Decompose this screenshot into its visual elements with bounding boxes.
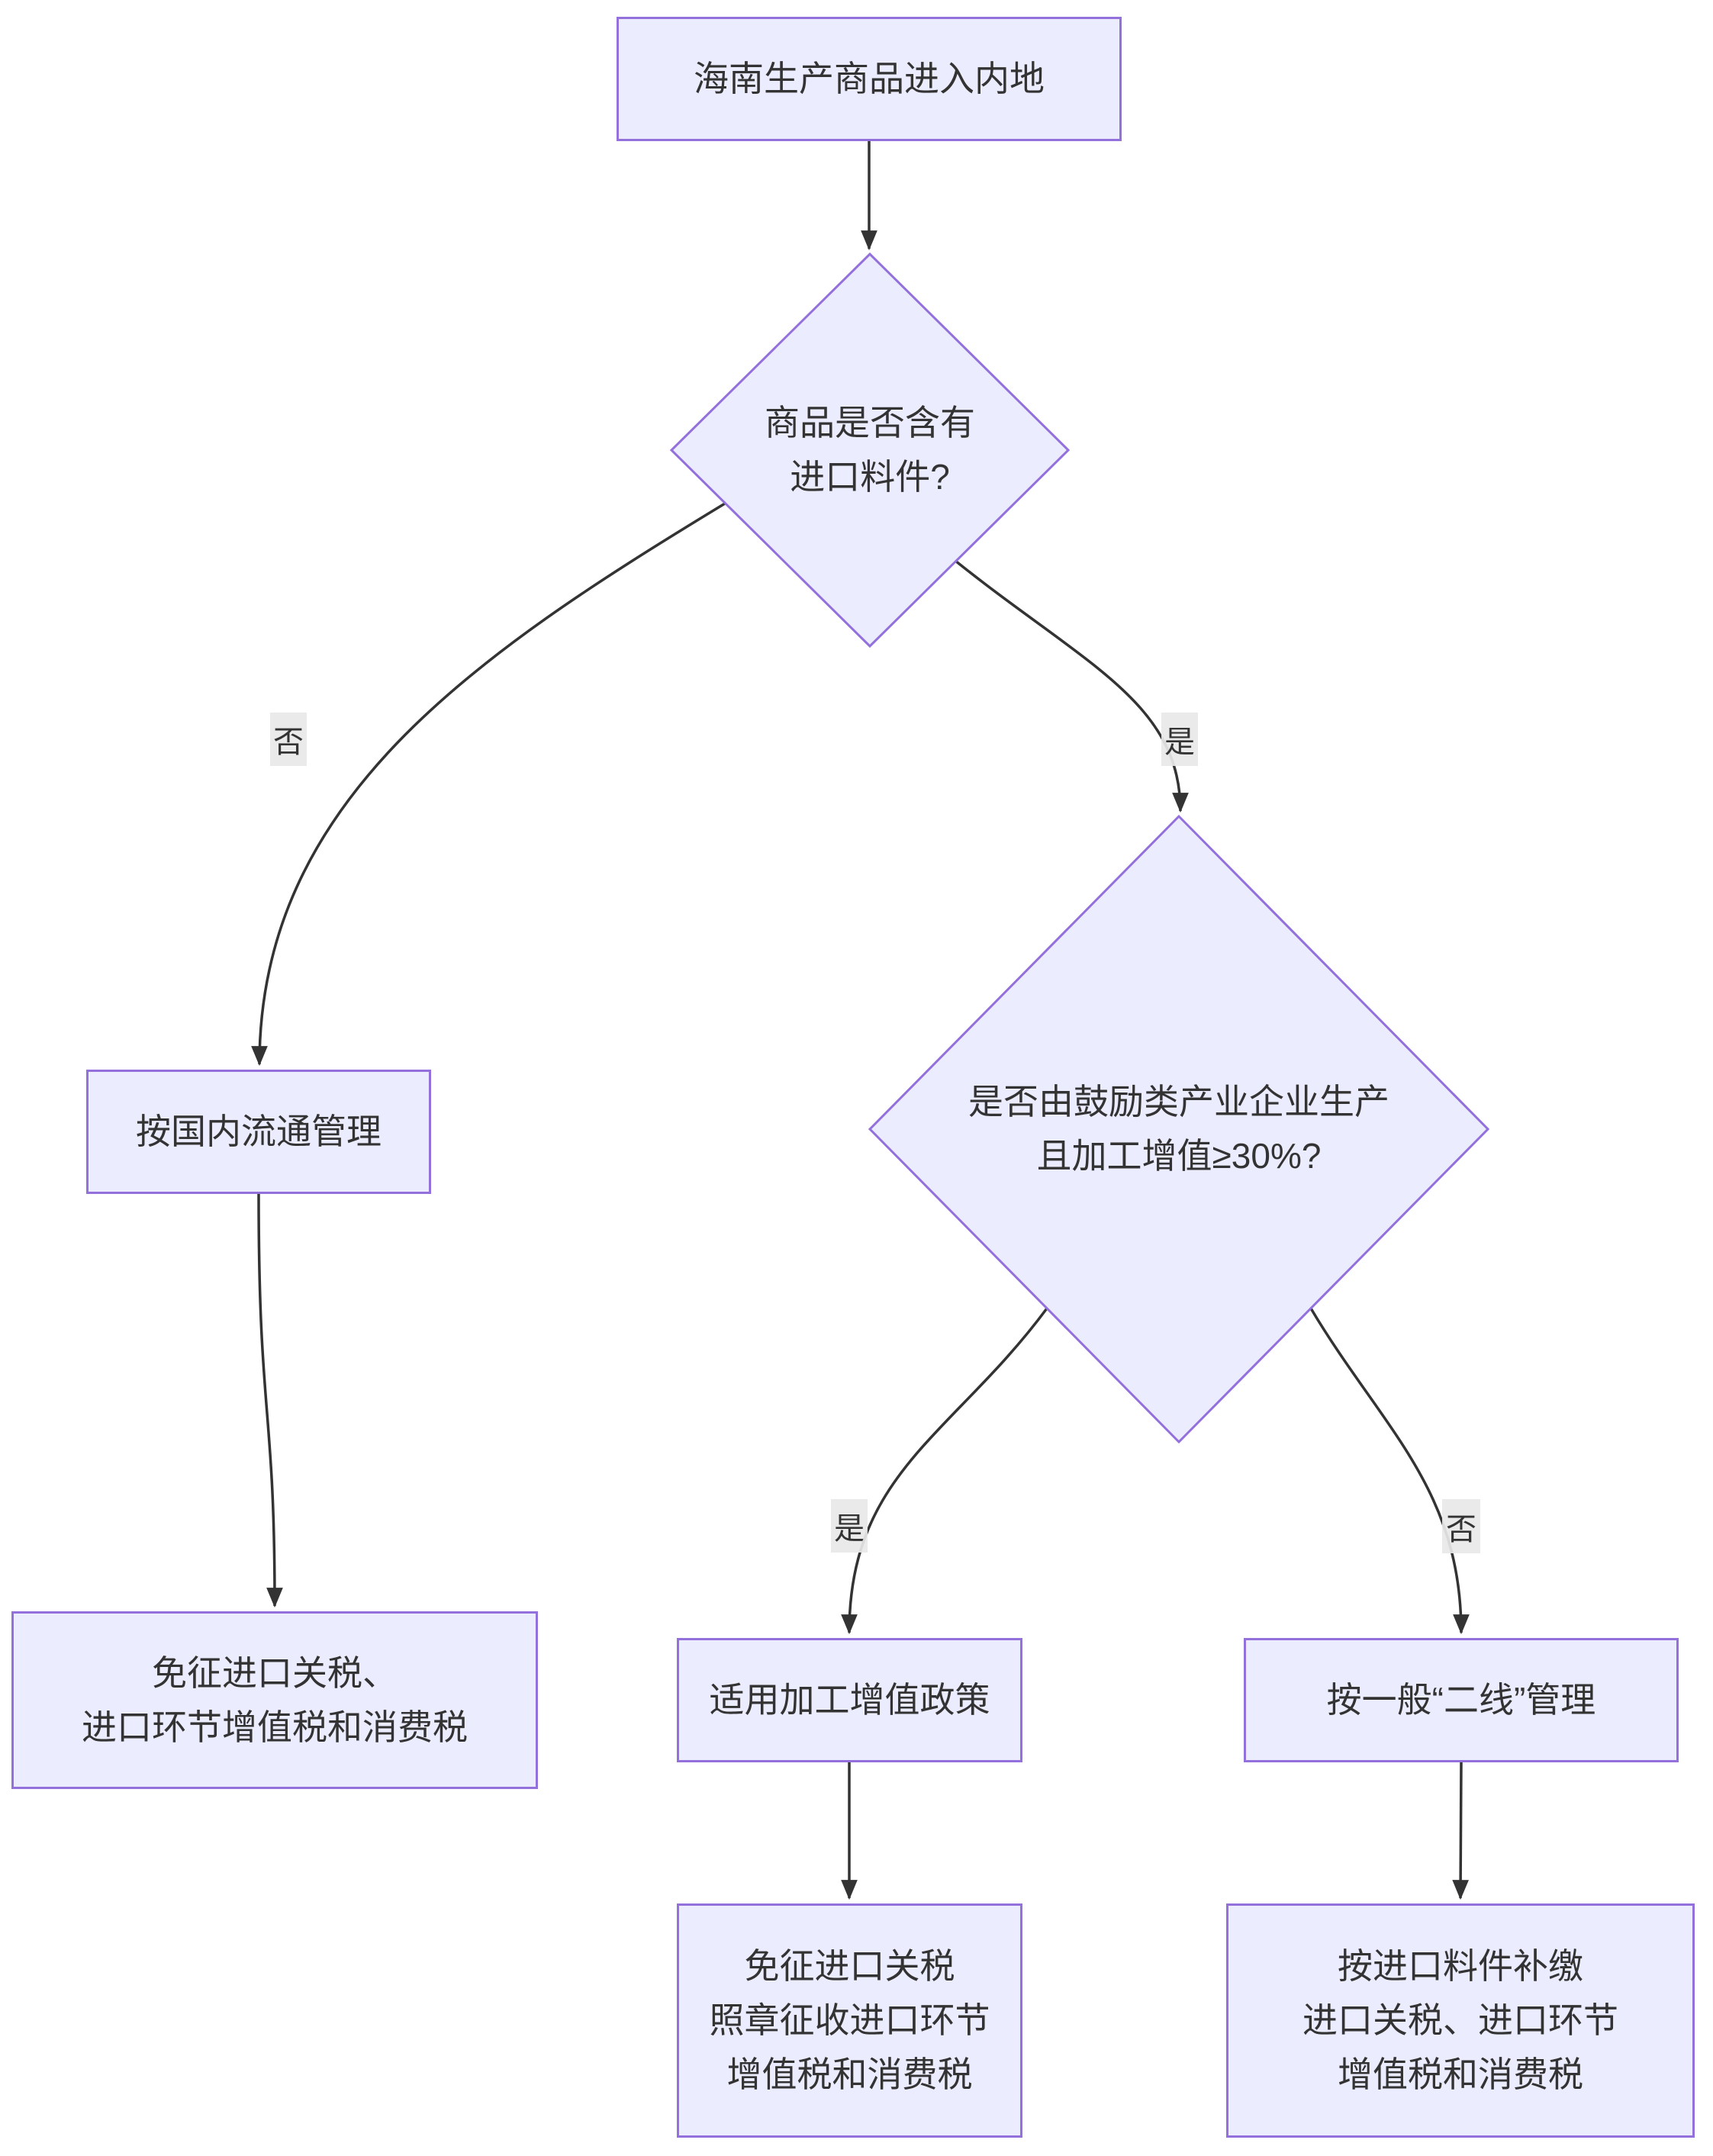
edge-label-yes-1: 是 (1161, 713, 1198, 766)
edge-secondline-to-payback (1452, 1762, 1469, 1900)
node-exempt-all-taxes: 免征进口关税、 进口环节增值税和消费税 (11, 1611, 538, 1789)
node-exempt-duty-levy-vat: 免征进口关税 照章征收进口环节 增值税和消费税 (677, 1903, 1022, 2138)
edge-decision2-no-to-secondline (1309, 1308, 1470, 1635)
edge-decision1-yes-to-decision2 (954, 559, 1189, 813)
edge-domestic-to-exempt-all (257, 1193, 283, 1608)
node-domestic-circulation: 按国内流通管理 (86, 1070, 431, 1194)
decision1-diamond-shape (669, 252, 1071, 648)
edge-label-yes-2: 是 (831, 1499, 868, 1553)
node-pay-back-taxes: 按进口料件补缴 进口关税、进口环节 增值税和消费税 (1226, 1903, 1695, 2138)
edge-decision2-yes-to-policy (841, 1307, 1048, 1635)
node-start: 海南生产商品进入内地 (617, 17, 1122, 141)
edge-decision1-no-to-domestic (251, 502, 726, 1067)
decision2-diamond-shape (868, 814, 1490, 1444)
node-processing-value-policy: 适用加工增值政策 (677, 1638, 1022, 1762)
edge-label-no-2: 否 (1442, 1499, 1480, 1553)
node-general-second-line: 按一般“二线”管理 (1244, 1638, 1679, 1762)
edge-label-no-1: 否 (270, 713, 307, 766)
